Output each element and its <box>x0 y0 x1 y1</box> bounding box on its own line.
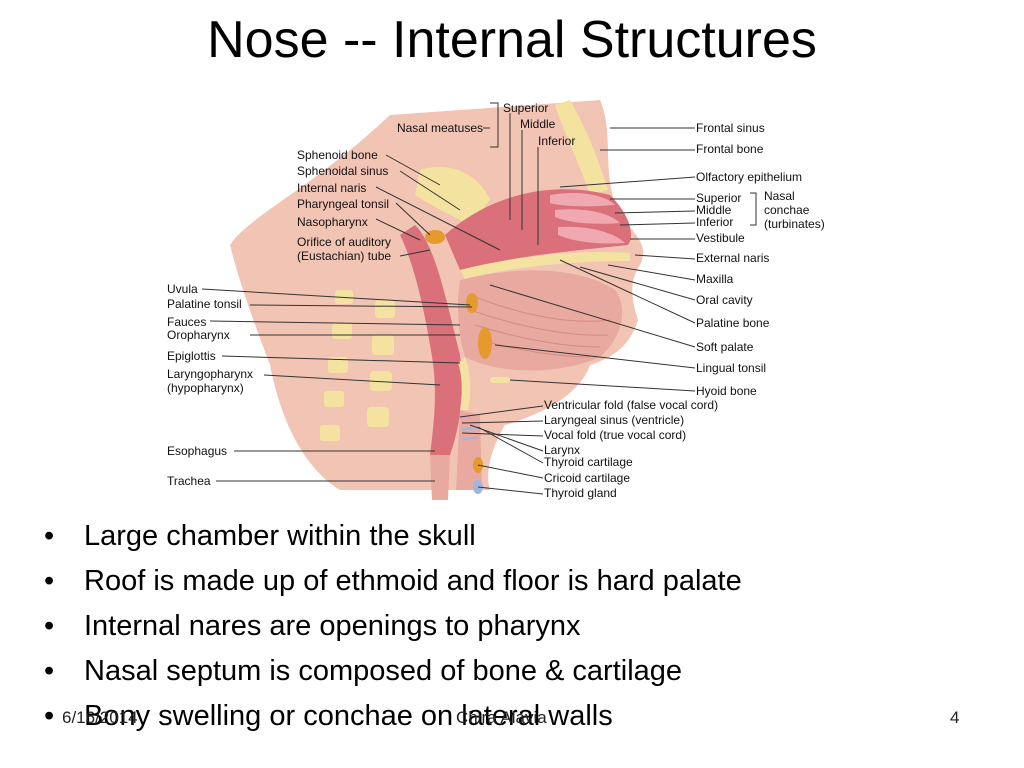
label-olfactory-epithelium: Olfactory epithelium <box>696 170 803 184</box>
label-palatine-tonsil: Palatine tonsil <box>167 297 242 311</box>
lingual-tonsil-shape <box>478 327 492 359</box>
bullet-item: • Bony swelling or conchae on lateral wal… <box>40 694 742 739</box>
bullet-text: Nasal septum is composed of bone & carti… <box>84 655 683 687</box>
label-pharyngeal-tonsil: Pharyngeal tonsil <box>297 197 390 211</box>
bullet-item: • Large chamber within the skull <box>40 514 742 559</box>
label-meatus-inferior: Inferior <box>538 134 576 148</box>
label-orifice-auditory-1: Orifice of auditory <box>297 235 392 249</box>
label-sphenoidal-sinus: Sphenoidal sinus <box>297 164 389 178</box>
label-trachea: Trachea <box>167 474 211 488</box>
label-vestibule: Vestibule <box>696 231 745 245</box>
pharynx-shape <box>400 225 462 455</box>
label-sphenoid-bone: Sphenoid bone <box>297 148 378 162</box>
label-fauces: Fauces <box>167 315 207 329</box>
label-orifice-auditory-2: (Eustachian) tube <box>297 249 392 263</box>
bullet-text: Roof is made up of ethmoid and floor is … <box>84 565 742 597</box>
label-laryngopharynx-2: (hypopharynx) <box>167 381 244 395</box>
label-frontal-sinus: Frontal sinus <box>696 121 765 135</box>
bullet-marker: • <box>44 700 55 732</box>
label-larynx: Larynx <box>544 443 581 457</box>
bullet-item: • Roof is made up of ethmoid and floor is… <box>40 559 742 604</box>
bullet-text: Internal nares are openings to pharynx <box>84 610 581 642</box>
label-esophagus: Esophagus <box>167 444 228 458</box>
frontal-bone-shape <box>555 100 608 195</box>
footer-page-number: 4 <box>950 708 960 727</box>
label-nasal-conchae-3: (turbinates) <box>764 217 825 231</box>
label-vocal-fold: Vocal fold (true vocal cord) <box>544 428 687 442</box>
bullet-marker: • <box>44 565 55 597</box>
label-conchae-superior: Superior <box>696 191 742 205</box>
bullet-marker: • <box>44 520 55 552</box>
palatine-tonsil-shape <box>466 293 478 313</box>
bullet-text: Large chamber within the skull <box>84 520 476 552</box>
label-cricoid-cartilage: Cricoid cartilage <box>544 471 631 485</box>
label-external-naris: External naris <box>696 251 770 265</box>
label-oropharynx: Oropharynx <box>167 328 230 342</box>
label-internal-naris: Internal naris <box>297 181 367 195</box>
label-conchae-inferior: Inferior <box>696 215 734 229</box>
larynx-shape <box>456 410 482 490</box>
bullet-marker: • <box>44 655 55 687</box>
label-ventricular-fold: Ventricular fold (false vocal cord) <box>544 398 719 412</box>
slide-title: Nose -- Internal Structures <box>207 11 817 69</box>
label-meatus-middle: Middle <box>520 117 556 131</box>
hyoid-shape <box>490 377 510 383</box>
label-nasopharynx: Nasopharynx <box>297 215 368 229</box>
bullet-list: • Large chamber within the skull • Roof is… <box>40 514 742 739</box>
label-thyroid-cartilage: Thyroid cartilage <box>544 455 633 469</box>
label-thyroid-gland: Thyroid gland <box>544 486 617 500</box>
label-laryngeal-sinus: Laryngeal sinus (ventricle) <box>544 413 685 427</box>
footer-date: 6/16/2014 <box>62 708 138 727</box>
hard-palate-shape <box>460 252 630 279</box>
label-meatus-superior: Superior <box>503 101 549 115</box>
label-soft-palate: Soft palate <box>696 340 754 354</box>
label-nasal-conchae-1: Nasal <box>764 189 795 203</box>
label-uvula: Uvula <box>167 282 198 296</box>
label-frontal-bone: Frontal bone <box>696 142 764 156</box>
pharyngeal-tonsil-shape <box>425 230 445 244</box>
anatomy-illustration <box>201 100 757 500</box>
bullet-item: • Nasal septum is composed of bone & cart… <box>40 649 742 694</box>
footer-author: Chira Alavia <box>456 708 547 727</box>
label-lingual-tonsil: Lingual tonsil <box>696 361 767 375</box>
bullet-item: • Internal nares are openings to pharynx <box>40 604 742 649</box>
label-maxilla: Maxilla <box>696 272 734 286</box>
label-conchae-middle: Middle <box>696 203 732 217</box>
anatomy-figure: Nasal meatuses Superior Middle Inferior … <box>160 95 860 500</box>
epiglottis-shape <box>458 357 471 410</box>
label-laryngopharynx-1: Laryngopharynx <box>167 367 254 381</box>
label-hyoid-bone: Hyoid bone <box>696 384 757 398</box>
label-oral-cavity: Oral cavity <box>696 293 753 307</box>
label-nasal-conchae-2: conchae <box>764 203 810 217</box>
label-nasal-meatuses: Nasal meatuses <box>396 121 483 135</box>
bullet-text: Bony swelling or conchae on lateral wall… <box>84 700 613 732</box>
bullet-marker: • <box>44 610 55 642</box>
label-palatine-bone: Palatine bone <box>696 316 770 330</box>
label-epiglottis: Epiglottis <box>167 349 216 363</box>
